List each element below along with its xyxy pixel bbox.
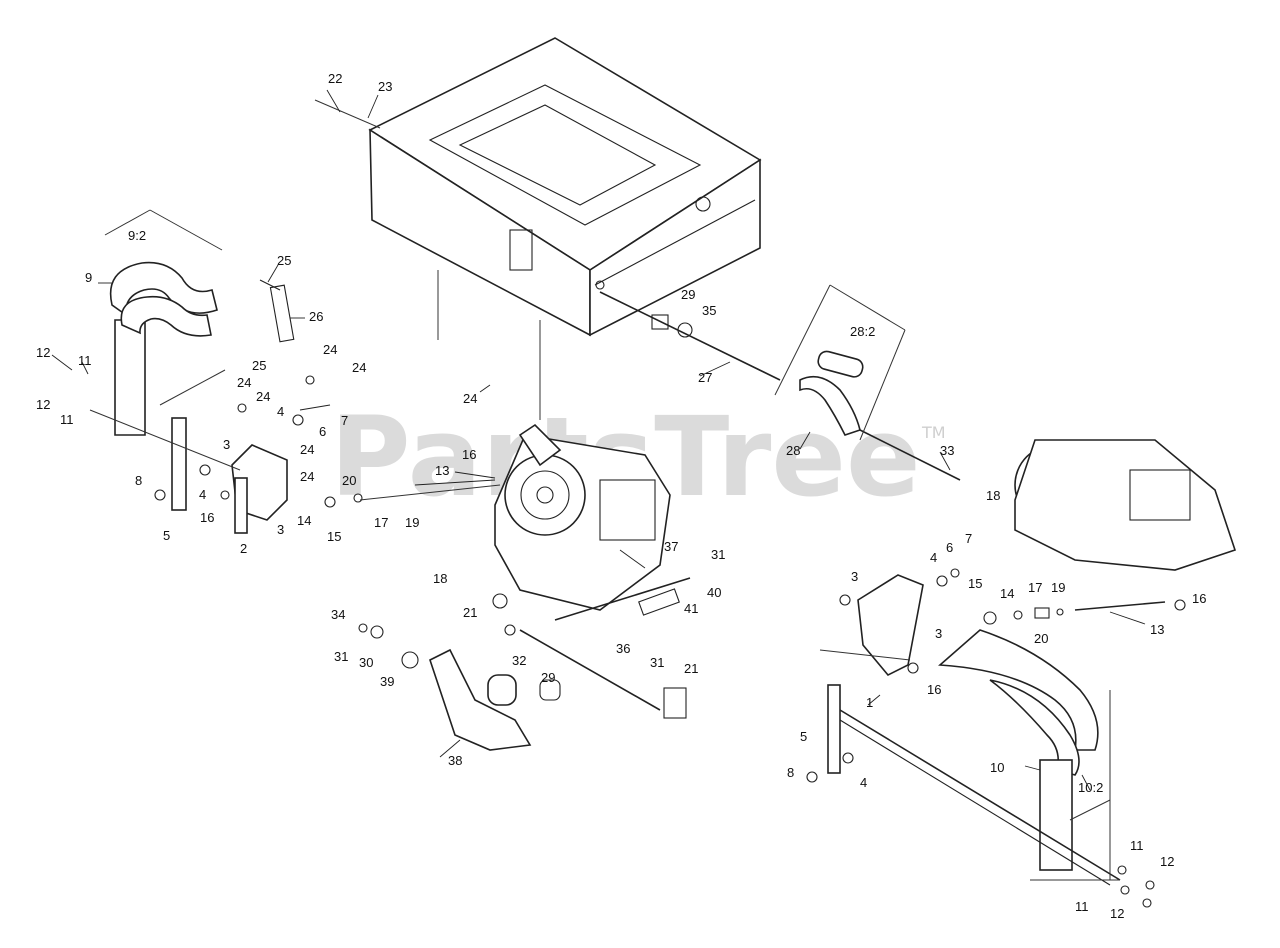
callout-26: 26 [309, 309, 323, 324]
callout-9: 9 [85, 270, 92, 285]
callout-4c: 4 [930, 550, 937, 565]
callout-39: 39 [380, 674, 394, 689]
callout-28: 28 [786, 443, 800, 458]
callout-12d: 12 [1110, 906, 1124, 921]
callout-27: 27 [698, 370, 712, 385]
callout-23: 23 [378, 79, 392, 94]
callout-8b: 8 [787, 765, 794, 780]
left-bracket-assembly [89, 279, 501, 534]
callout-15a: 15 [327, 529, 341, 544]
callout-4b: 4 [199, 487, 206, 502]
callout-28-2: 28:2 [850, 324, 875, 339]
callout-3c: 3 [851, 569, 858, 584]
callout-24g: 24 [300, 442, 314, 457]
callout-labels: 22 23 25 26 9:2 9 12 11 12 11 25 24 24 2… [36, 71, 1206, 921]
callout-5a: 5 [163, 528, 170, 543]
center-pedal-linkage [358, 479, 691, 751]
callout-32: 32 [512, 653, 526, 668]
right-bracket-assembly [806, 568, 1186, 783]
callout-13a: 13 [435, 463, 449, 478]
callout-7b: 7 [965, 531, 972, 546]
callout-19b: 19 [1051, 580, 1065, 595]
callout-24d: 24 [256, 389, 270, 404]
top-right-rods [599, 284, 961, 481]
callout-4d: 4 [860, 775, 867, 790]
callout-40: 40 [707, 585, 721, 600]
callout-25b: 25 [252, 358, 266, 373]
callout-20a: 20 [342, 473, 356, 488]
callout-11a: 11 [78, 353, 92, 368]
callout-3b: 3 [277, 522, 284, 537]
callout-11c: 11 [1130, 838, 1144, 853]
callout-2: 2 [240, 541, 247, 556]
right-transmission [1014, 439, 1237, 571]
callout-21a: 21 [463, 605, 477, 620]
callout-11b: 11 [60, 412, 74, 427]
callout-16b: 16 [462, 447, 476, 462]
callout-1: 1 [866, 695, 873, 710]
callout-12c: 12 [1160, 854, 1174, 869]
callout-31a: 31 [711, 547, 725, 562]
callout-17a: 17 [374, 515, 388, 530]
left-transmission [494, 423, 671, 611]
callout-24f: 24 [300, 469, 314, 484]
callout-6a: 6 [319, 424, 326, 439]
right-control-lever [839, 629, 1155, 908]
callout-37: 37 [664, 539, 678, 554]
callout-35: 35 [702, 303, 716, 318]
callout-25: 25 [277, 253, 291, 268]
callout-24a: 24 [323, 342, 337, 357]
callout-16a: 16 [200, 510, 214, 525]
callout-16d: 16 [927, 682, 941, 697]
main-frame [314, 37, 762, 420]
callout-8a: 8 [135, 473, 142, 488]
callout-24e: 24 [463, 391, 477, 406]
callout-31b: 31 [334, 649, 348, 664]
callout-14a: 14 [297, 513, 311, 528]
callout-21b: 21 [684, 661, 698, 676]
callout-20b: 20 [1034, 631, 1048, 646]
callout-6b: 6 [946, 540, 953, 555]
callout-19a: 19 [405, 515, 419, 530]
callout-10: 10 [990, 760, 1004, 775]
callout-17b: 17 [1028, 580, 1042, 595]
callout-14b: 14 [1000, 586, 1014, 601]
callout-29a: 29 [681, 287, 695, 302]
callout-3a: 3 [223, 437, 230, 452]
callout-30: 30 [359, 655, 373, 670]
callout-24c: 24 [237, 375, 251, 390]
callout-29b: 29 [541, 670, 555, 685]
callout-33: 33 [940, 443, 954, 458]
watermark-trademark: TM [921, 423, 946, 442]
callout-15b: 15 [968, 576, 982, 591]
callout-5b: 5 [800, 729, 807, 744]
callout-18b: 18 [986, 488, 1000, 503]
callout-12a: 12 [36, 345, 50, 360]
callout-16c: 16 [1192, 591, 1206, 606]
callout-13b: 13 [1150, 622, 1164, 637]
callout-10-2: 10:2 [1078, 780, 1103, 795]
callout-36: 36 [616, 641, 630, 656]
callout-3d: 3 [935, 626, 942, 641]
left-control-lever [104, 209, 226, 436]
callout-41: 41 [684, 601, 698, 616]
callout-24b: 24 [352, 360, 366, 375]
callout-22: 22 [328, 71, 342, 86]
callout-11d: 11 [1075, 899, 1089, 914]
callout-34: 34 [331, 607, 345, 622]
callout-7a: 7 [341, 413, 348, 428]
callout-18a: 18 [433, 571, 447, 586]
callout-9-2: 9:2 [128, 228, 146, 243]
callout-38: 38 [448, 753, 462, 768]
callout-31c: 31 [650, 655, 664, 670]
callout-12b: 12 [36, 397, 50, 412]
callout-leaders [51, 89, 1146, 791]
callout-4a: 4 [277, 404, 284, 419]
